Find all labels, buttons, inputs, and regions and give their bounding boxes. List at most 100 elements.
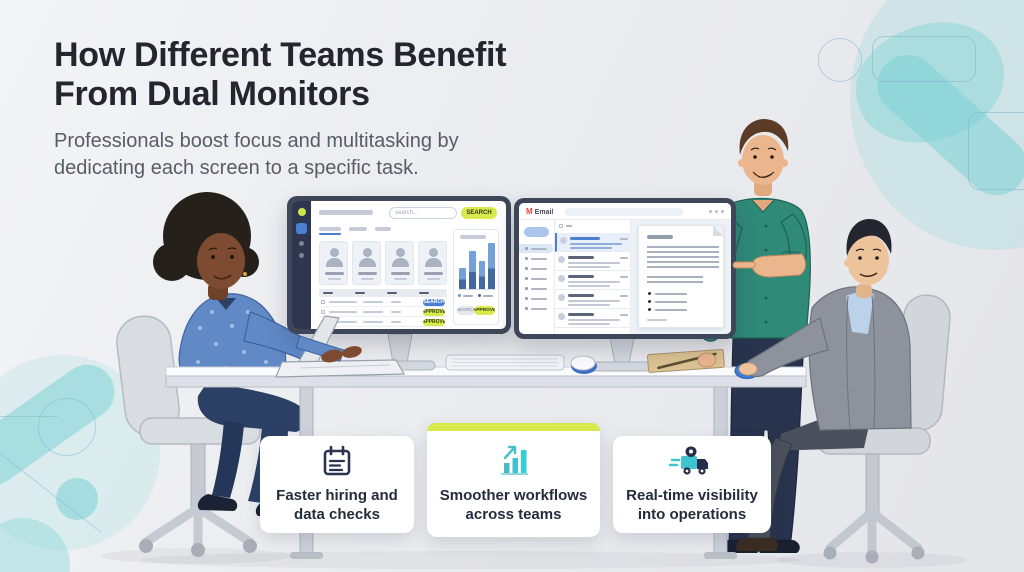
name-placeholder [391, 272, 410, 275]
preview-placeholder [570, 243, 622, 245]
hr-dashboard-screen: search... SEARCH [292, 201, 506, 329]
benefit-card-workflows: Smoother workflows across teams [427, 423, 600, 537]
benefit-card-hiring: Faster hiring and data checks [260, 436, 414, 533]
candidate-card [418, 241, 447, 285]
folder-icon [525, 307, 528, 310]
row-action-button: SEARCH [423, 298, 445, 306]
email-list-item [555, 290, 631, 309]
role-placeholder [394, 278, 407, 280]
time-placeholder [620, 257, 628, 259]
table-header [319, 289, 447, 297]
tab-placeholder [319, 227, 341, 231]
delivery-truck-icon [669, 446, 708, 475]
sender-name-placeholder [568, 256, 594, 259]
folder-icon [525, 277, 528, 280]
standing-man-hand-on-desk [697, 352, 717, 368]
table-row: APPROVE [319, 307, 447, 317]
reading-pane [631, 220, 731, 334]
analytics-panel: SEARCH APPROVE [453, 229, 499, 325]
open-email-document [638, 225, 724, 328]
folder-icon [525, 247, 528, 250]
nav-dot-icon [299, 241, 304, 246]
panel-secondary-button: SEARCH [457, 306, 475, 315]
benefit-card-label: Smoother workflows across teams [439, 486, 588, 523]
woman-head [153, 192, 259, 289]
hr-app-main: search... SEARCH [311, 201, 506, 329]
active-tab-underline [319, 233, 341, 235]
mouse-white [570, 355, 597, 374]
folder-icon [525, 267, 528, 270]
folder-item [519, 274, 553, 283]
paragraph-placeholder [647, 246, 719, 270]
folder-item [519, 254, 553, 263]
checkbox-icon [321, 320, 325, 324]
address-bar [565, 208, 683, 216]
time-placeholder [620, 238, 628, 240]
header: How Different Teams Benefit From Dual Mo… [54, 36, 614, 182]
person-avatar-icon [429, 248, 438, 257]
legend-item [478, 294, 493, 297]
name-placeholder [358, 272, 377, 275]
sender-name-placeholder [568, 275, 594, 278]
folder-item [519, 284, 553, 293]
email-list-item [555, 271, 631, 290]
email-list-item [555, 252, 631, 271]
folder-item [519, 244, 553, 253]
email-logo-label: Email [534, 209, 554, 216]
bullet-icon [648, 292, 651, 295]
email-list-item [555, 309, 631, 328]
sender-avatar [558, 313, 565, 320]
checkbox-icon [321, 300, 325, 304]
email-sidebar [519, 220, 555, 334]
preview-placeholder [568, 281, 620, 283]
dashboard-nav-icon [296, 223, 307, 234]
row-action-button: APPROVE [423, 318, 445, 326]
gmail-m-icon: M [526, 207, 533, 216]
name-placeholder [325, 272, 344, 275]
preview-placeholder [568, 262, 620, 264]
folder-label-placeholder [531, 247, 547, 250]
person-avatar-icon [363, 248, 372, 257]
sender-avatar [558, 256, 565, 263]
seated-man-head [844, 218, 892, 285]
email-body [519, 220, 731, 334]
person-avatar-icon [326, 258, 343, 267]
tab-placeholder [375, 227, 391, 231]
candidate-card [385, 241, 414, 285]
bullet-text-placeholder [655, 300, 687, 303]
select-all-checkbox-icon [559, 224, 563, 228]
preview-placeholder [570, 247, 612, 249]
email-subject-placeholder [647, 235, 673, 239]
window-controls-icon [709, 210, 724, 213]
table-row: SEARCH [319, 297, 447, 307]
bullet-icon [648, 300, 651, 303]
page-subtitle: Professionals boost focus and multitaski… [54, 129, 459, 179]
folder-item [519, 304, 553, 313]
person-avatar-icon [425, 258, 442, 267]
records-table: SEARCH APPROVE APPROVE [319, 289, 447, 327]
mini-bar-chart [459, 242, 495, 290]
preview-placeholder [568, 300, 620, 302]
tab-placeholder [349, 227, 367, 231]
folder-label-placeholder [531, 277, 547, 280]
folder-icon [525, 287, 528, 290]
keyboard [445, 354, 565, 371]
standing-man-head [738, 119, 789, 185]
sender-avatar [558, 275, 565, 282]
monitor-stand-left [364, 333, 436, 371]
preview-placeholder [568, 266, 610, 268]
folder-label-placeholder [531, 307, 547, 310]
folder-icon [525, 257, 528, 260]
legend-item [458, 294, 473, 297]
person-avatar-icon [330, 248, 339, 257]
folder-label-placeholder [531, 297, 547, 300]
compose-button [524, 227, 549, 237]
folder-label-placeholder [531, 257, 547, 260]
checkbox-icon [321, 310, 325, 314]
seated-man-arm [738, 317, 829, 378]
email-list [555, 220, 631, 334]
row-action-button: APPROVE [423, 308, 445, 316]
